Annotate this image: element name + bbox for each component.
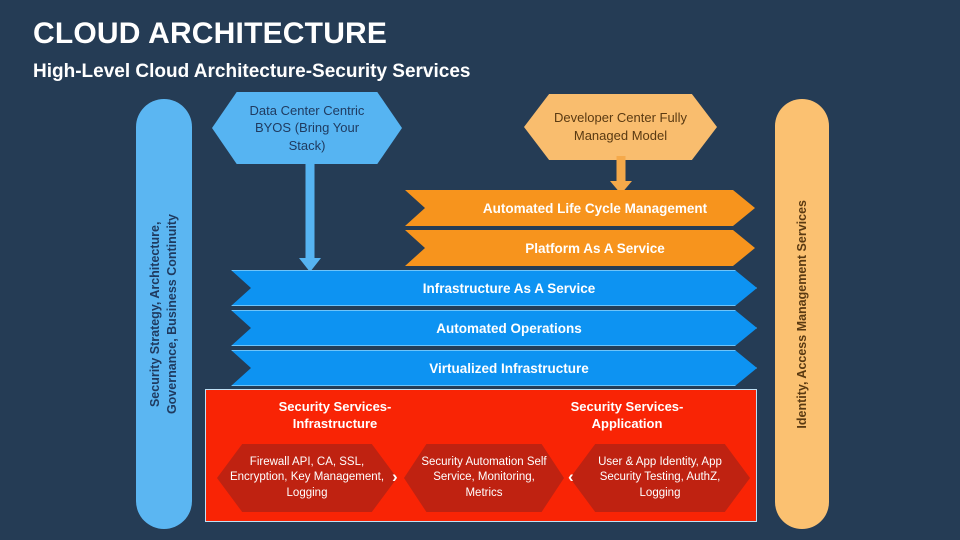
layer-bar-platform-as-a-service: Platform As A Service xyxy=(405,230,755,266)
chevron-right-icon: › xyxy=(392,467,398,486)
security-item-label: Security Automation Self Service, Monito… xyxy=(421,456,547,499)
security-item-application: User & App Identity, App Security Testin… xyxy=(570,444,750,512)
callout-developer-center-label: Developer Center Fully Managed Model xyxy=(554,110,687,143)
callout-data-center-centric-byos: Data Center Centric BYOS (Bring Your Sta… xyxy=(212,92,402,164)
page-subtitle: High-Level Cloud Architecture-Security S… xyxy=(33,61,471,82)
arrow-down-icon-developer-center xyxy=(608,156,634,194)
callout-byos-label: Data Center Centric BYOS (Bring Your Sta… xyxy=(249,102,365,153)
security-services-infrastructure-heading: Security Services- Infrastructure xyxy=(278,399,392,431)
chevron-left-icon: ‹ xyxy=(568,467,574,486)
arrow-shaft xyxy=(616,156,626,182)
security-services-panel: Security Services- Infrastructure Securi… xyxy=(205,389,757,522)
layer-label: Automated Operations xyxy=(436,320,582,336)
layer-label: Automated Life Cycle Management xyxy=(482,200,708,216)
layer-label: Virtualized Infrastructure xyxy=(429,360,589,376)
layer-bar-automated-operations: Automated Operations xyxy=(231,310,757,346)
security-item-infrastructure: Firewall API, CA, SSL, Encryption, Key M… xyxy=(217,444,397,512)
arrow-head xyxy=(299,258,321,272)
callout-developer-center-fully-managed: Developer Center Fully Managed Model xyxy=(524,94,717,160)
layer-bar-virtualized-infrastructure: Virtualized Infrastructure xyxy=(231,350,757,386)
pillar-security-strategy: Security Strategy, Architecture, Governa… xyxy=(136,99,192,529)
layer-bar-automated-life-cycle-management: Automated Life Cycle Management xyxy=(405,190,755,226)
security-item-label: Firewall API, CA, SSL, Encryption, Key M… xyxy=(229,456,385,499)
pillar-right-label: Identity, Access Management Services xyxy=(794,199,809,429)
layer-label: Infrastructure As A Service xyxy=(422,280,596,296)
arrow-shaft xyxy=(305,160,315,260)
arrow-down-icon-byos xyxy=(297,160,323,272)
page-title: CLOUD ARCHITECTURE xyxy=(33,17,388,50)
security-item-label: User & App Identity, App Security Testin… xyxy=(598,456,722,499)
pillar-left-label: Security Strategy, Architecture, Governa… xyxy=(148,213,179,415)
layer-label: Platform As A Service xyxy=(525,240,665,256)
security-item-automation: Security Automation Self Service, Monito… xyxy=(404,444,564,512)
layer-bar-infrastructure-as-a-service: Infrastructure As A Service xyxy=(231,270,757,306)
pillar-identity-access-management: Identity, Access Management Services xyxy=(775,99,829,529)
security-services-application-heading: Security Services- Application xyxy=(570,399,684,431)
